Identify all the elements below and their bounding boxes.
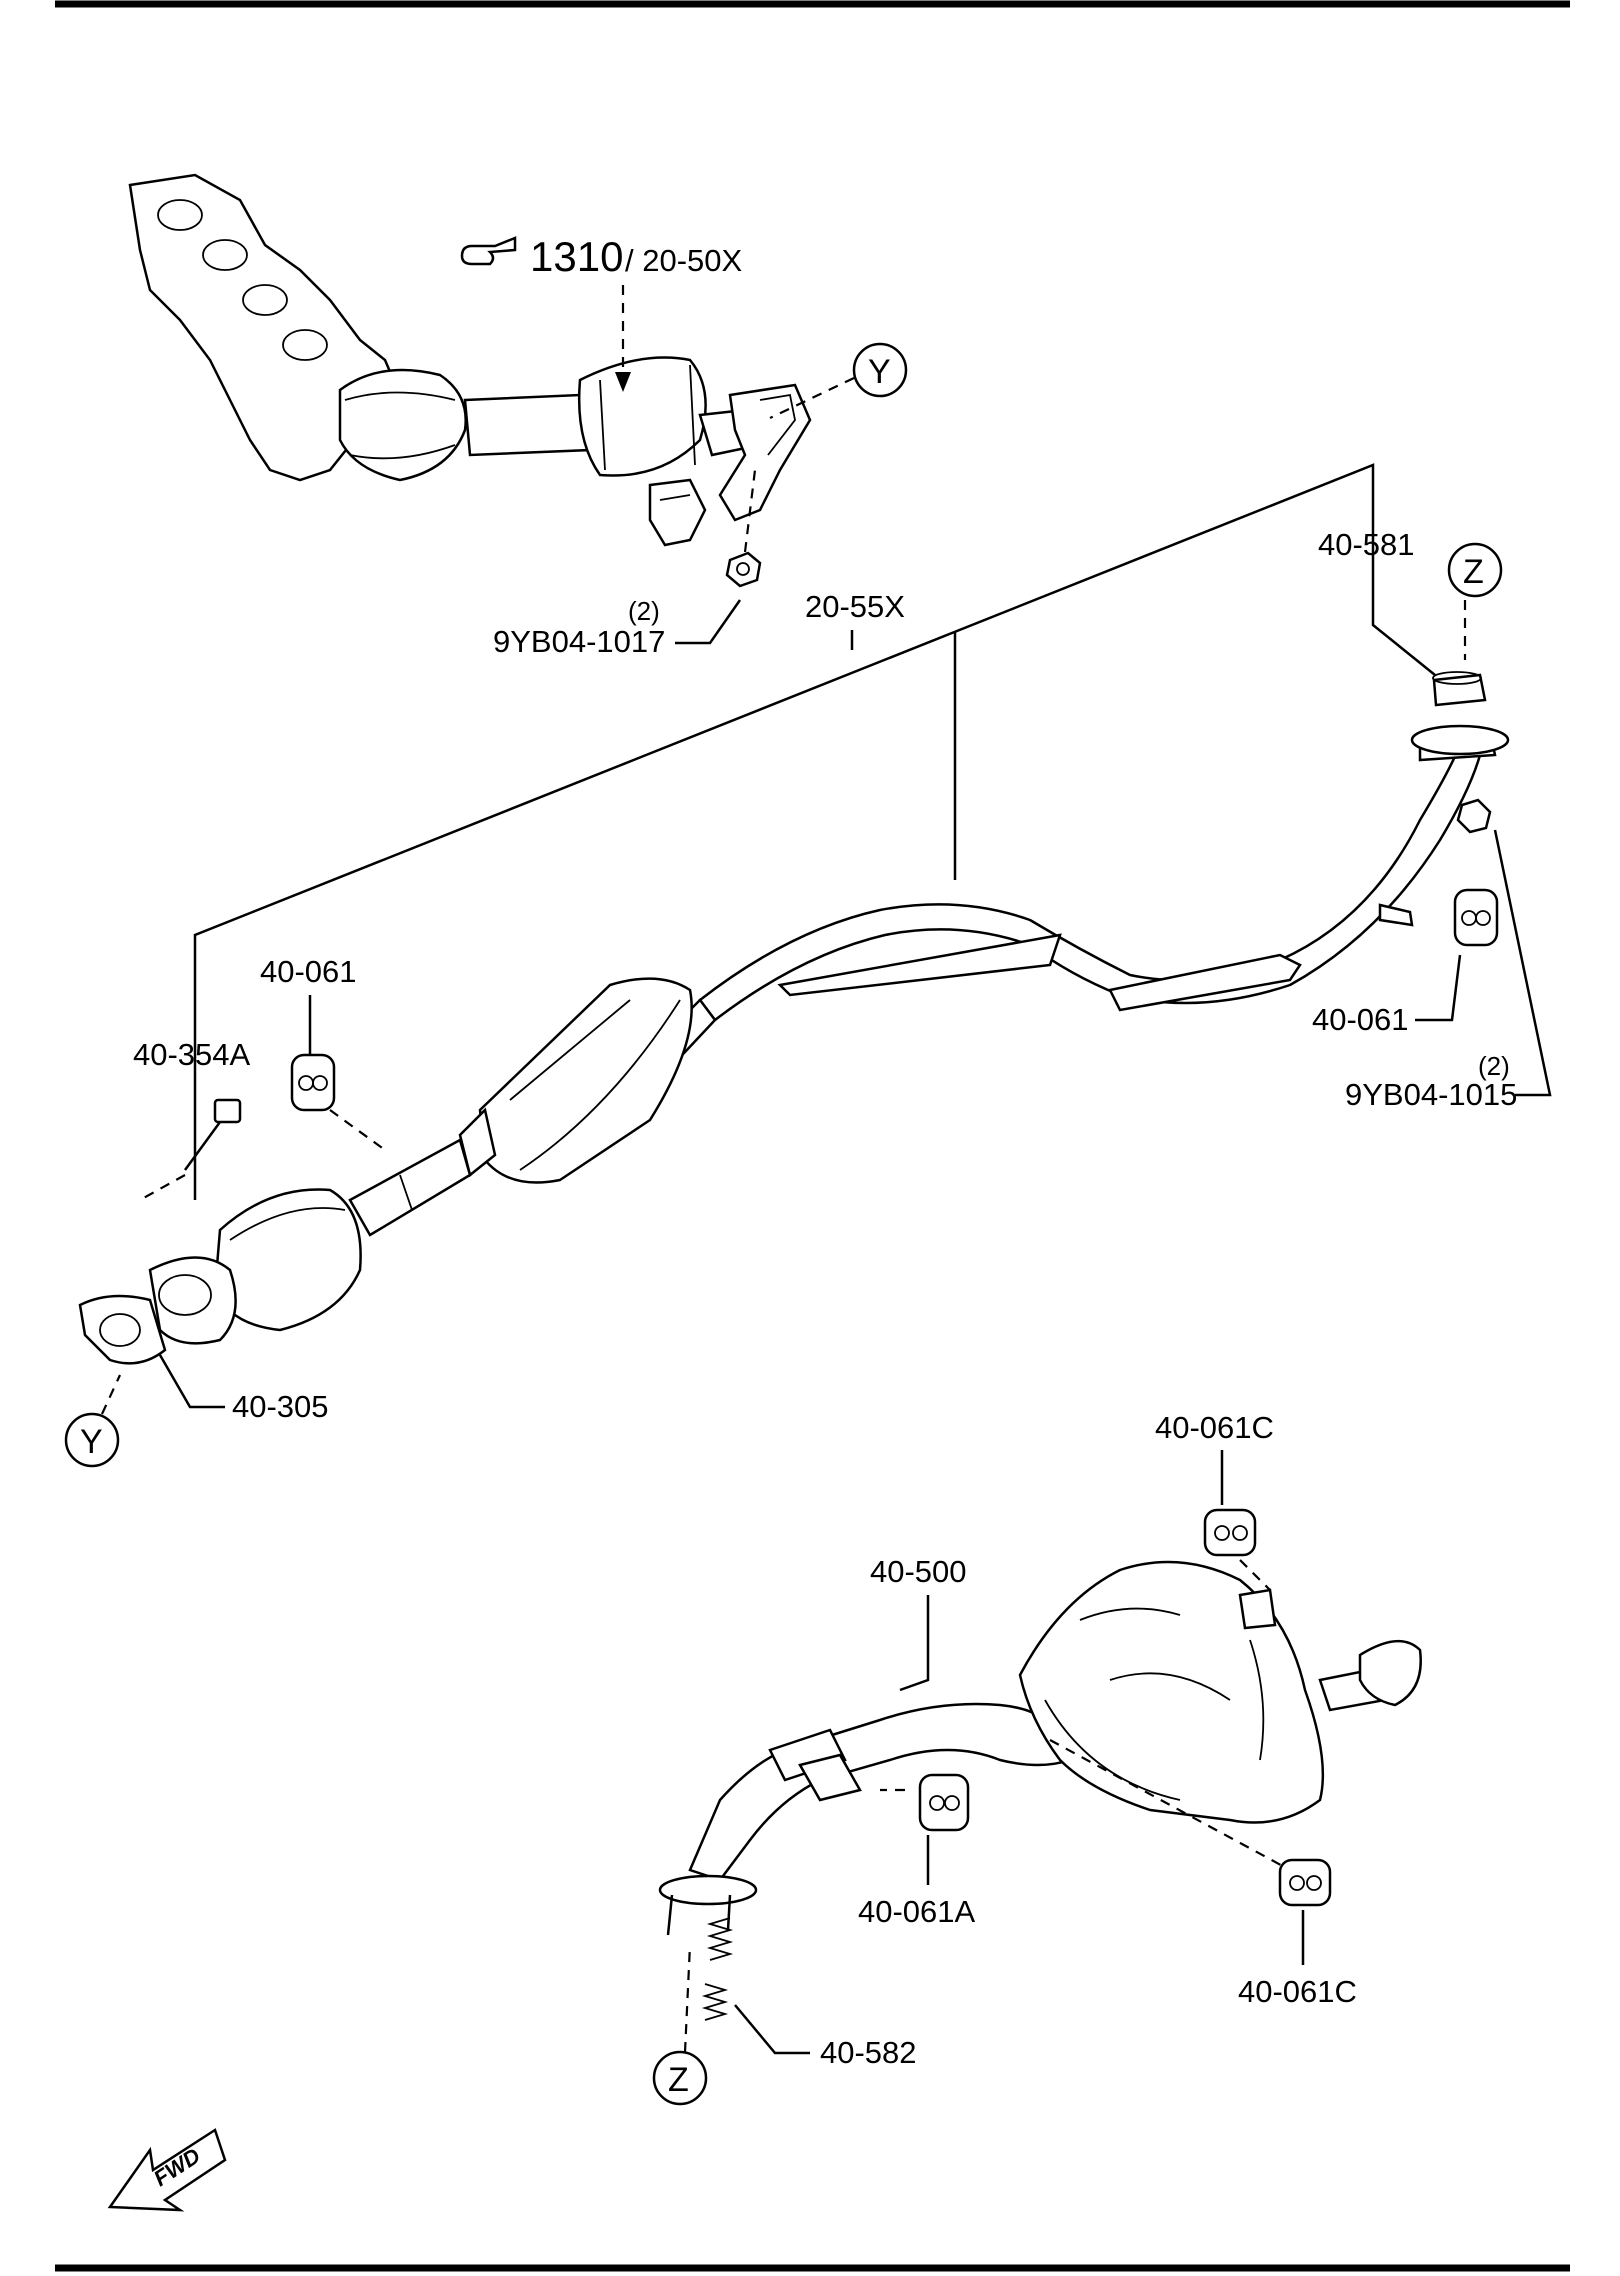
pointer-1310-group: 1310 / 20-50X — [460, 233, 743, 392]
front-pipe-assembly — [148, 671, 1510, 1345]
nut-9yb04-1015-group: (2) 9YB04-1015 — [1345, 798, 1552, 1112]
exhaust-manifold-assembly — [128, 173, 812, 547]
front-pipe-leader-lines: 20-55X — [193, 463, 1436, 1200]
hanger-40-061-left-group: 40-061 — [260, 954, 386, 1151]
label-40-581: 40-581 — [1318, 527, 1415, 562]
label-40-305: 40-305 — [232, 1389, 329, 1424]
gasket-40-305-group: 40-305 Y — [64, 1294, 329, 1468]
label-40-061-right: 40-061 — [1312, 1002, 1409, 1037]
fwd-arrow-icon: FWD — [107, 2128, 227, 2212]
label-20-50x: / 20-50X — [625, 243, 743, 278]
connector-y-bottom-letter: Y — [80, 1423, 103, 1461]
nut-9yb04-1017-group: (2) 9YB04-1017 — [493, 469, 762, 659]
hanger-40-061c-bottom-group: 40-061C — [1238, 1858, 1357, 2009]
label-9yb04-1017-qty: (2) — [628, 596, 660, 626]
label-20-55x: 20-55X — [805, 589, 905, 624]
label-40-061c-bottom: 40-061C — [1238, 1974, 1357, 2009]
gasket-40-581-group: 40-581 Z — [1318, 527, 1503, 660]
label-9yb04-1017: 9YB04-1017 — [493, 624, 665, 659]
muffler-assembly — [688, 1560, 1422, 1882]
connector-z-top-letter: Z — [1463, 553, 1484, 591]
label-9yb04-1015-qty: (2) — [1478, 1051, 1510, 1081]
bolt-40-354a-group: 40-354A — [133, 1037, 251, 1201]
label-40-354a: 40-354A — [133, 1037, 251, 1072]
flange-40-582-group: 40-582 Z — [652, 1874, 917, 2106]
label-40-061a: 40-061A — [858, 1894, 976, 1929]
connector-y-top: Y — [769, 342, 908, 419]
label-40-061c-top: 40-061C — [1155, 1410, 1274, 1445]
label-40-061-left: 40-061 — [260, 954, 357, 989]
pointing-hand-icon — [460, 236, 517, 266]
label-40-500: 40-500 — [870, 1554, 967, 1589]
hanger-40-061c-top-group: 40-061C — [1155, 1410, 1274, 1591]
hanger-40-061a-group: 40-061A — [858, 1773, 976, 1929]
label-40-582: 40-582 — [820, 2035, 917, 2070]
connector-y-top-letter: Y — [868, 353, 891, 391]
connector-z-bottom-letter: Z — [668, 2061, 689, 2099]
label-9yb04-1015: 9YB04-1015 — [1345, 1077, 1517, 1112]
hanger-40-061-right-group: 40-061 — [1312, 888, 1499, 1037]
label-1310: 1310 — [530, 233, 623, 280]
